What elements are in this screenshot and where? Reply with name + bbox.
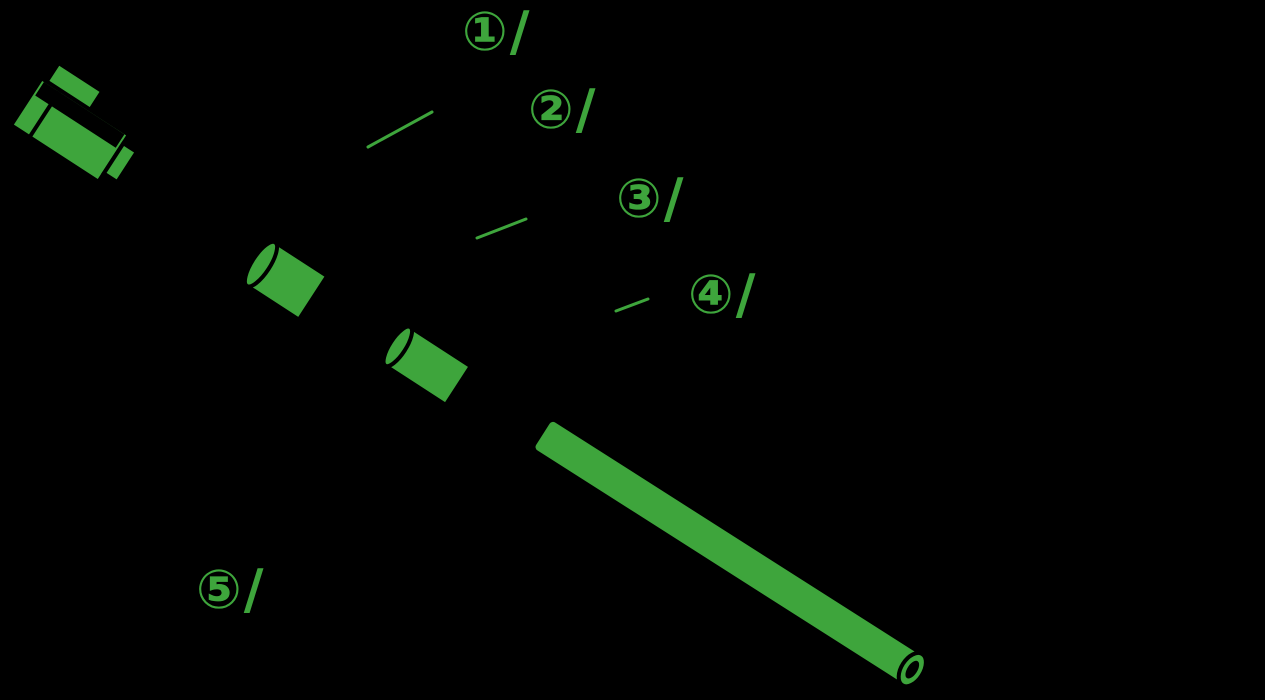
sleeve-2-end-face xyxy=(381,324,415,369)
connector-edge-line xyxy=(27,90,61,139)
connector-stub xyxy=(101,140,140,185)
callout-label-5: ⑤/ xyxy=(196,558,266,621)
boot-tube xyxy=(531,417,928,689)
connector-body xyxy=(8,60,140,185)
callout-label-4: ④/ xyxy=(688,263,758,326)
leader-line-1 xyxy=(366,110,434,149)
sleeve-cylinder-1 xyxy=(242,239,330,323)
leader-line-2 xyxy=(475,217,528,240)
leader-line-3 xyxy=(614,297,650,313)
sleeve-cylinder-2 xyxy=(381,324,474,408)
sleeve-1-end-face xyxy=(242,239,280,289)
boot-tube-body xyxy=(531,417,922,685)
callout-label-3: ③/ xyxy=(616,167,686,230)
connector-top-face-shading xyxy=(35,82,125,148)
callout-label-1: ①/ xyxy=(462,0,532,63)
boot-tube-bore xyxy=(905,660,920,679)
callout-label-2: ②/ xyxy=(528,78,598,141)
